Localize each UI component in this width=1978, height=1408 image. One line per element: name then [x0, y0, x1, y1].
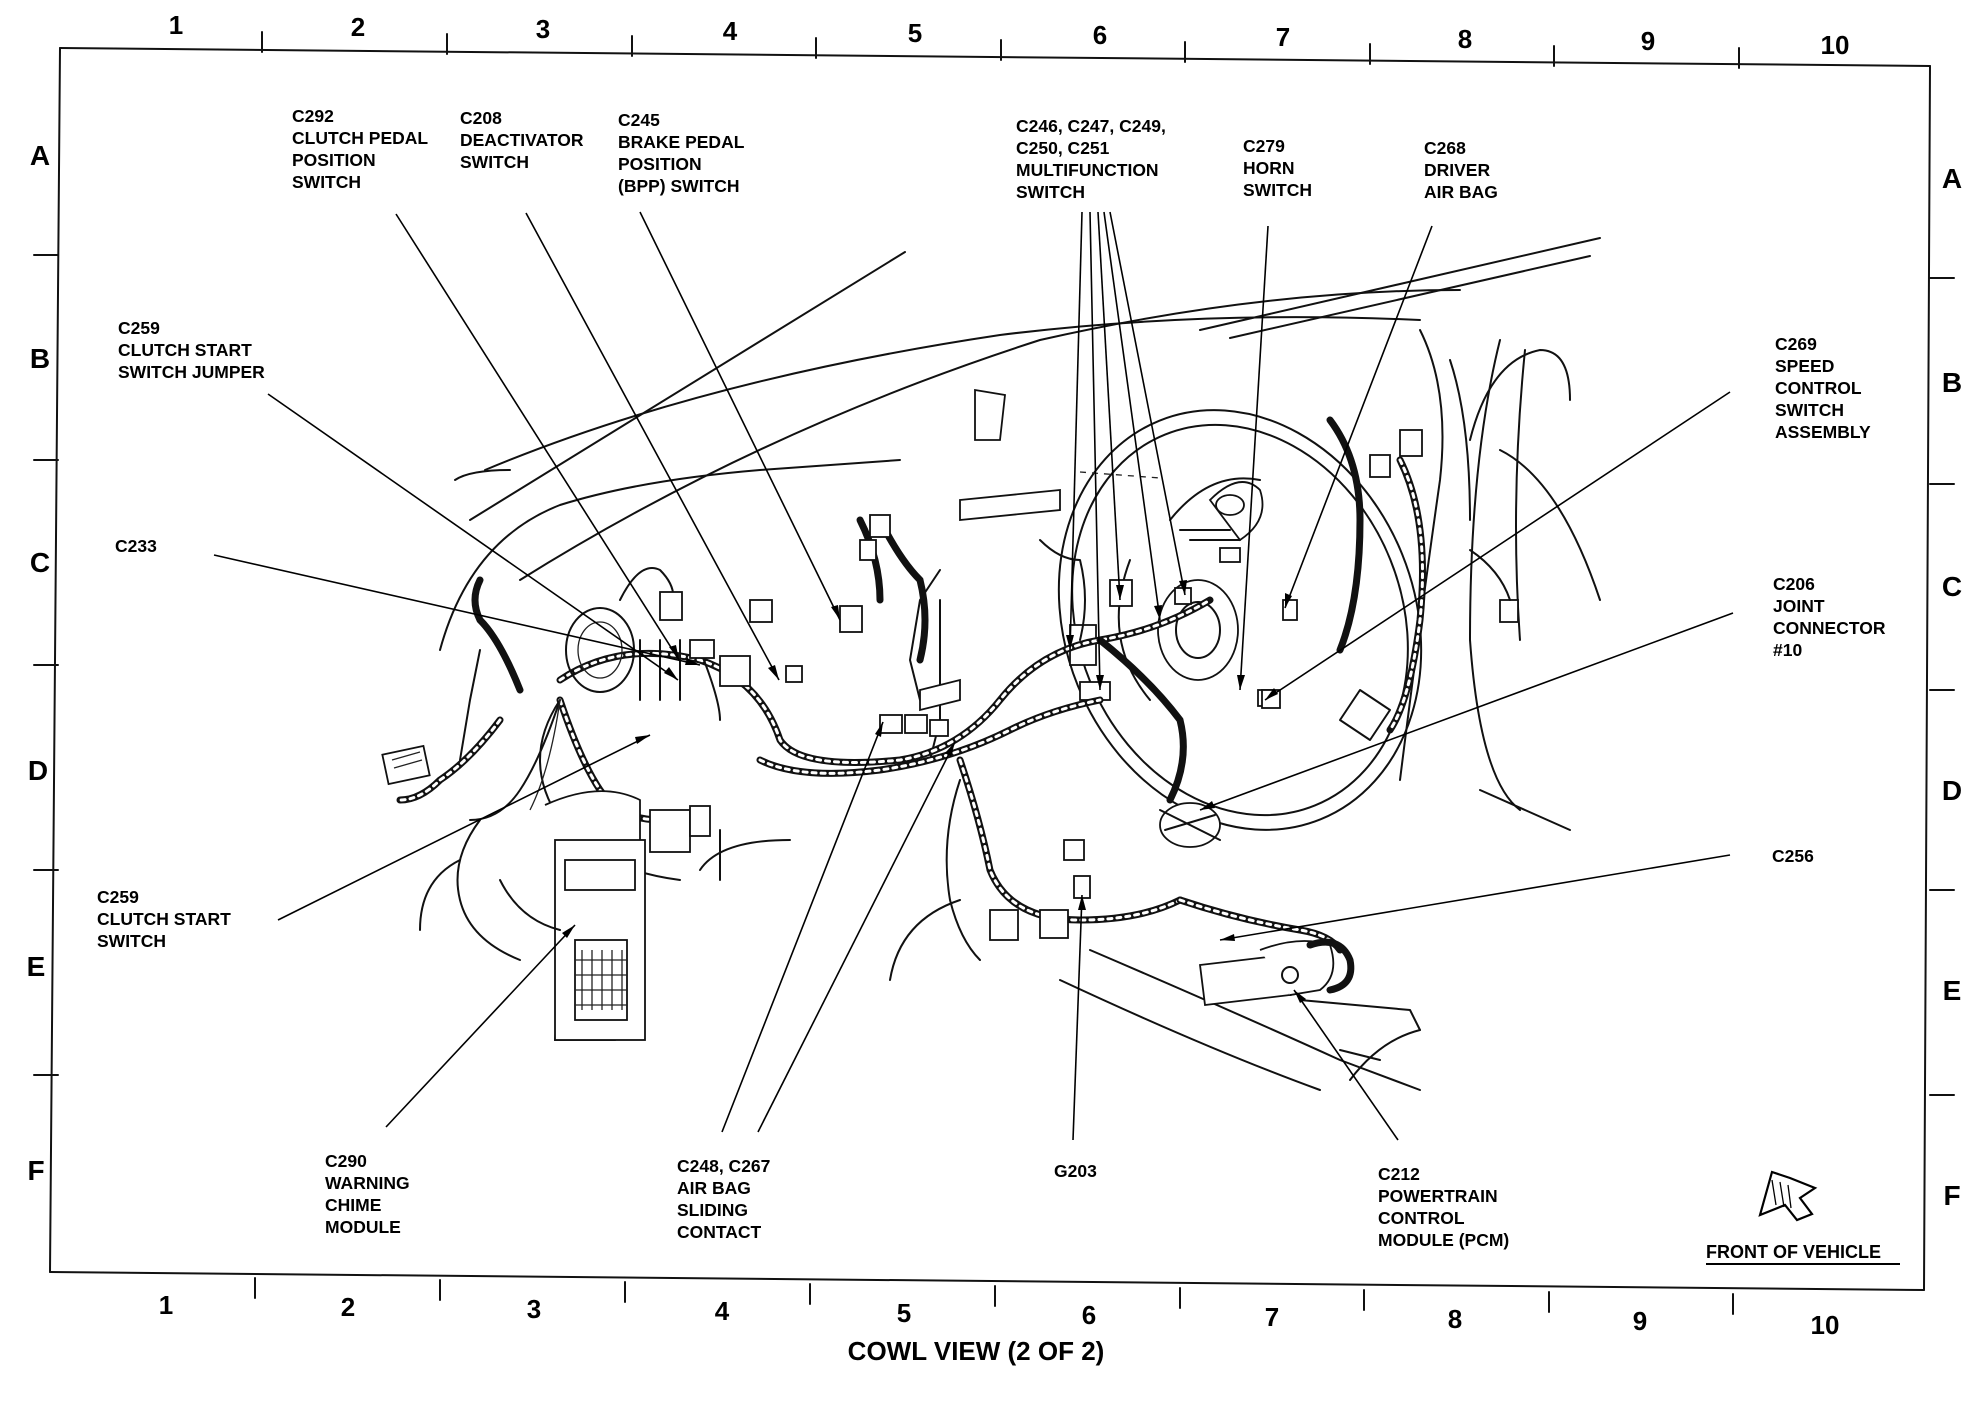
grid-col-bottom-7: 7 [1265, 1302, 1279, 1332]
grid-col-bottom-4: 4 [715, 1296, 730, 1326]
leader-c206 [1199, 612, 1734, 811]
leader-c259-jumper [267, 393, 679, 681]
grid-row-left-a: A [30, 140, 50, 171]
label-c233: C233 [115, 536, 157, 556]
front-of-vehicle-arrow-icon [1758, 1170, 1818, 1222]
leader-lines [213, 211, 1734, 1141]
diagram-frame [49, 47, 1931, 1291]
grid-col-top-2: 2 [351, 12, 365, 42]
front-of-vehicle-indicator: FRONT OF VEHICLE [1706, 1170, 1900, 1265]
grid-col-top-8: 8 [1458, 24, 1472, 54]
grid-col-top-5: 5 [908, 18, 922, 48]
grid-col-bottom-5: 5 [897, 1298, 911, 1328]
grid-col-top-9: 9 [1641, 26, 1655, 56]
grid-row-left-b: B [30, 343, 50, 374]
label-c259-jumper: C259 CLUTCH START SWITCH JUMPER [118, 318, 265, 382]
grid-row-right-e: E [1943, 975, 1962, 1006]
label-c245: C245 BRAKE PEDAL POSITION (BPP) SWITCH [618, 110, 749, 196]
grid-col-bottom-1: 1 [159, 1290, 173, 1320]
grid-col-bottom-10: 10 [1811, 1310, 1840, 1340]
label-c206: C206 JOINT CONNECTOR #10 [1773, 574, 1890, 660]
leader-g203 [1072, 894, 1083, 1141]
leader-c246-3 [1097, 211, 1121, 601]
label-g203: G203 [1054, 1161, 1097, 1181]
grid-row-left-f: F [27, 1155, 44, 1186]
front-of-vehicle-label: FRONT OF VEHICLE [1706, 1242, 1881, 1262]
leader-c248-1 [721, 721, 884, 1133]
grid-row-right-d: D [1942, 775, 1962, 806]
grid-row-left-d: D [28, 755, 48, 786]
cowl-illustration [381, 237, 1601, 1091]
label-c248-sliding-contact: C248, C267 AIR BAG SLIDING CONTACT [677, 1156, 775, 1242]
grid-row-right-f: F [1943, 1180, 1960, 1211]
leader-c248-2 [757, 741, 956, 1133]
grid-col-top-10: 10 [1821, 30, 1850, 60]
label-c256: C256 [1772, 846, 1814, 866]
label-c246-multifunction: C246, C247, C249, C250, C251 MULTIFUNCTI… [1016, 116, 1171, 202]
grid-col-bottom-8: 8 [1448, 1304, 1462, 1334]
grid-col-top-1: 1 [169, 10, 183, 40]
leader-c268 [1284, 225, 1433, 609]
grid-bottom-numbers: 1 2 3 4 5 6 7 8 9 10 [159, 1290, 1840, 1340]
grid-top-numbers: 1 2 3 4 5 6 7 8 9 10 [169, 10, 1850, 60]
grid-right-letters: A B C D E F [1942, 163, 1962, 1211]
grid-col-bottom-3: 3 [527, 1294, 541, 1324]
grid-row-right-c: C [1942, 571, 1962, 602]
component-labels: C292 CLUTCH PEDAL POSITION SWITCH C208 D… [97, 106, 1890, 1250]
label-c279: C279 HORN SWITCH [1243, 136, 1312, 200]
label-c292: C292 CLUTCH PEDAL POSITION SWITCH [292, 106, 433, 192]
grid-row-right-a: A [1942, 163, 1962, 194]
leader-c290 [385, 924, 576, 1128]
label-c290: C290 WARNING CHIME MODULE [325, 1151, 414, 1237]
grid-row-left-c: C [30, 547, 50, 578]
leader-c208 [525, 212, 780, 681]
leader-c292 [395, 213, 680, 661]
grid-col-bottom-9: 9 [1633, 1306, 1647, 1336]
grid-left-letters: A B C D E F [27, 140, 50, 1186]
label-c269: C269 SPEED CONTROL SWITCH ASSEMBLY [1775, 334, 1871, 442]
leader-c245 [639, 211, 841, 621]
label-c268: C268 DRIVER AIR BAG [1424, 138, 1498, 202]
leader-c246-4 [1103, 211, 1161, 621]
leader-c279 [1239, 225, 1269, 691]
leader-c256 [1219, 854, 1731, 941]
grid-col-bottom-2: 2 [341, 1292, 355, 1322]
leader-c246-2 [1089, 211, 1101, 691]
leader-c212 [1293, 989, 1399, 1141]
leader-c233 [213, 554, 701, 666]
grid-col-top-3: 3 [536, 14, 550, 44]
diagram-caption: COWL VIEW (2 OF 2) [848, 1336, 1105, 1366]
label-c212: C212 POWERTRAIN CONTROL MODULE (PCM) [1378, 1164, 1509, 1250]
label-c208: C208 DEACTIVATOR SWITCH [460, 108, 588, 172]
leader-c269 [1264, 391, 1731, 701]
grid-col-top-4: 4 [723, 16, 738, 46]
label-c259-switch: C259 CLUTCH START SWITCH [97, 887, 236, 951]
grid-ticks [33, 31, 1955, 1315]
leader-c246-1 [1069, 211, 1083, 651]
grid-row-left-e: E [27, 951, 46, 982]
grid-row-right-b: B [1942, 367, 1962, 398]
grid-col-bottom-6: 6 [1082, 1300, 1096, 1330]
leader-c246-5 [1109, 211, 1186, 596]
leader-c259-switch [277, 734, 651, 921]
grid-col-top-7: 7 [1276, 22, 1290, 52]
grid-col-top-6: 6 [1093, 20, 1107, 50]
leader-arrowheads [562, 580, 1306, 1003]
